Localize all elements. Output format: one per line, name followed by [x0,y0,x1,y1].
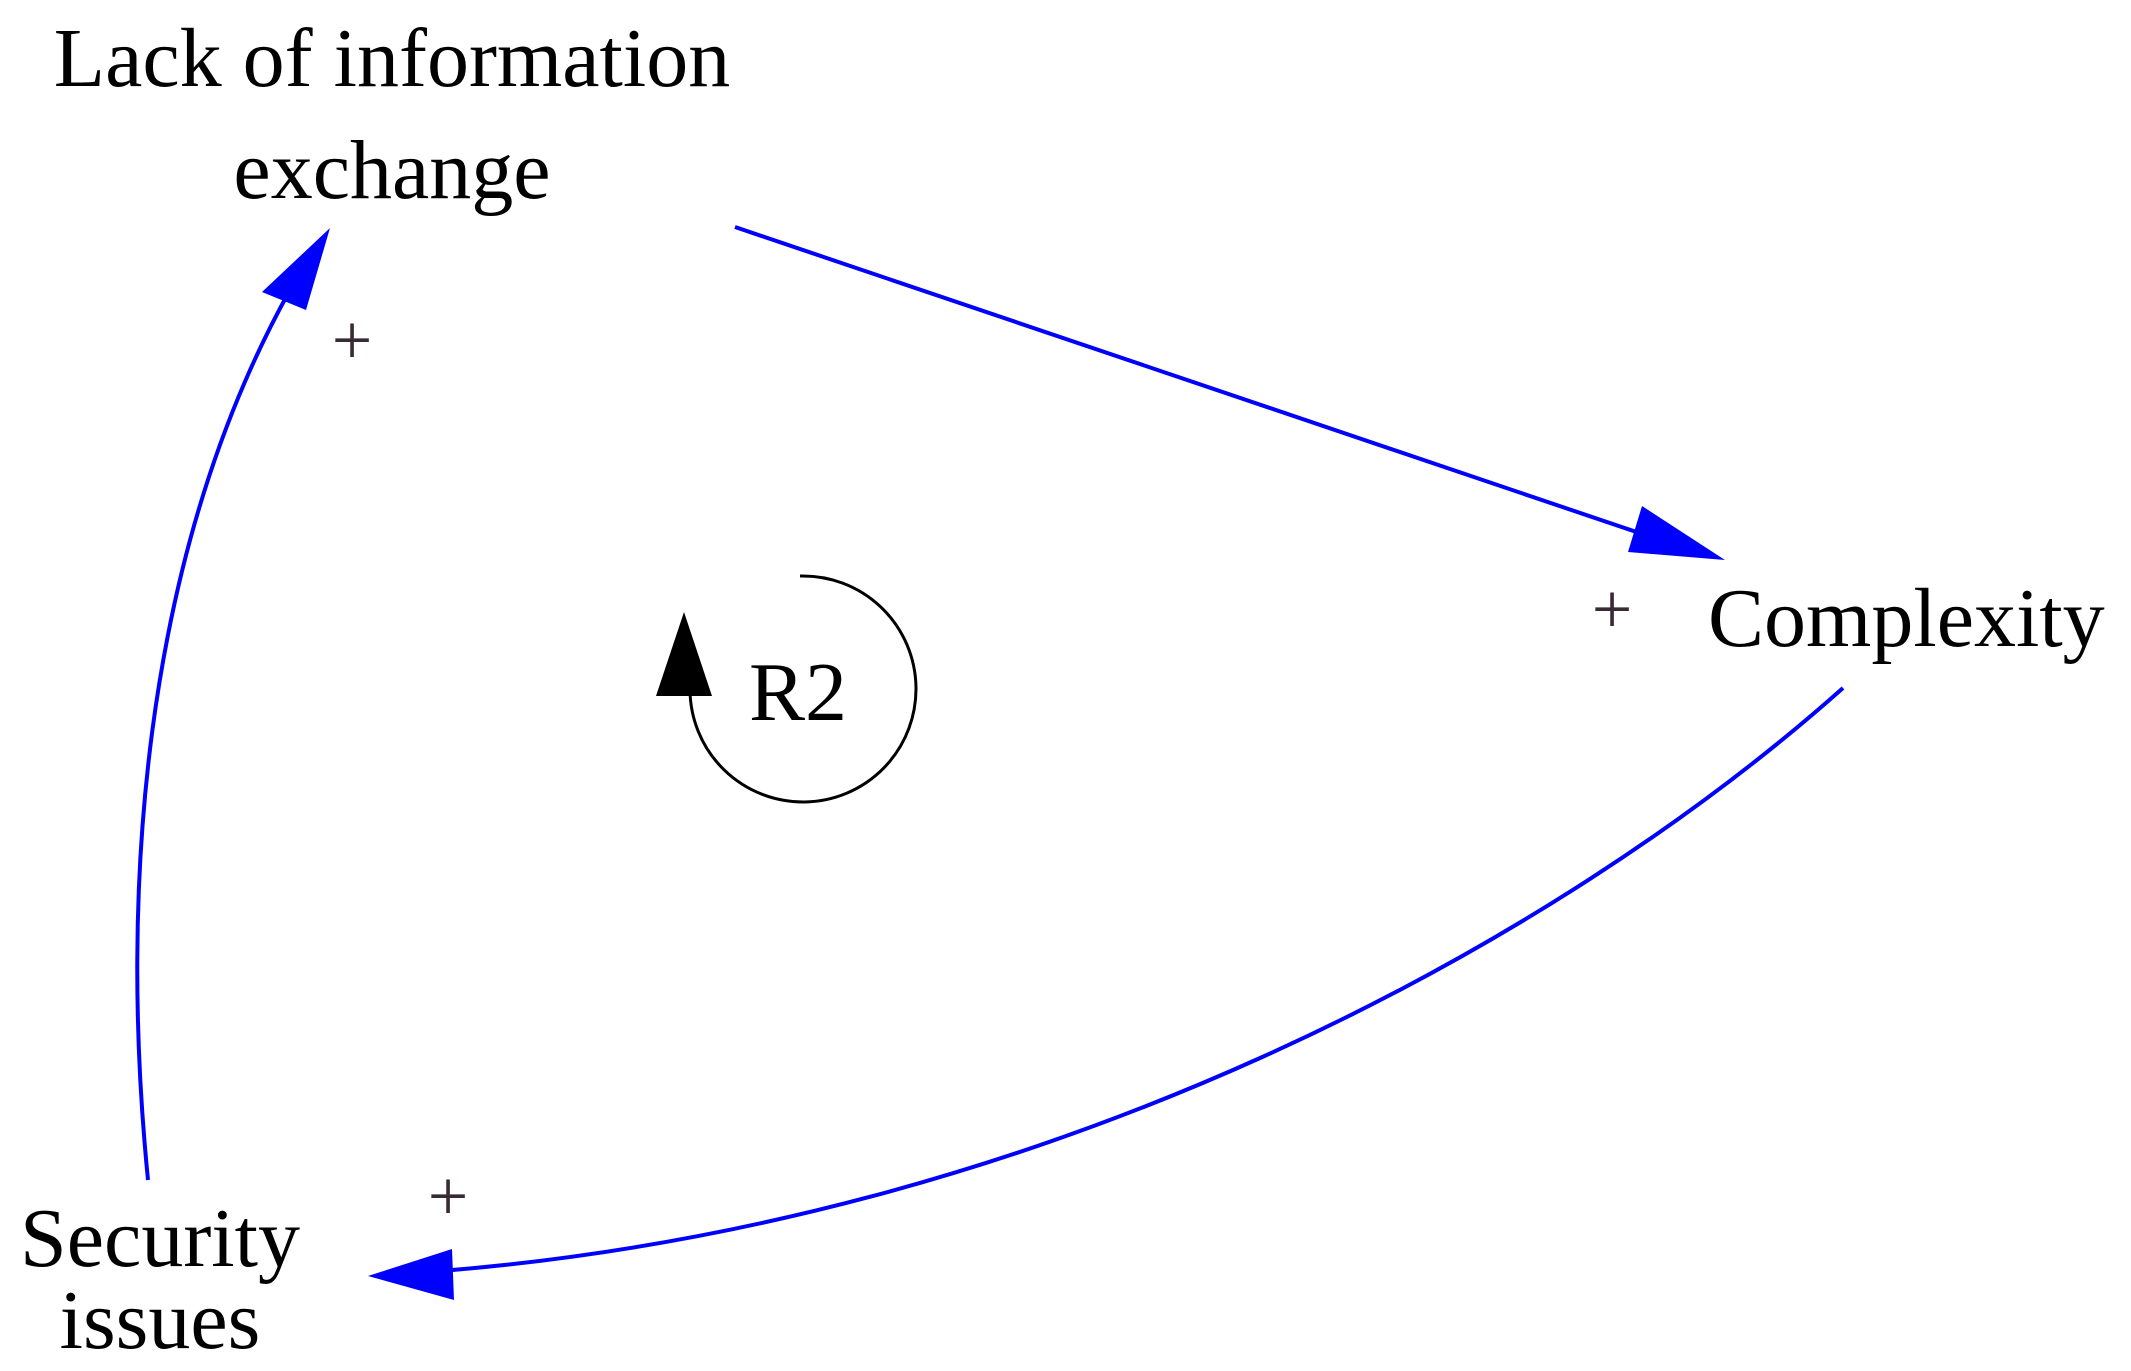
arrowhead-icon [1628,506,1725,560]
link-complexity-to-security-issues: + [368,686,1845,1300]
link-line [734,225,1661,542]
loop-circle-arc [688,574,918,804]
link-curve [427,686,1845,1274]
node-security-issues: Security issues [20,1192,300,1367]
link-lack-of-information-exchange-to-complexity: + [734,225,1725,649]
node-label-line: exchange [233,124,550,217]
node-label-line: issues [60,1274,261,1367]
arrowhead-icon [262,228,330,310]
link-curve [135,289,292,1181]
node-label: Complexity [1708,572,2105,665]
polarity-sign: + [332,300,373,380]
node-complexity: Complexity [1708,572,2105,665]
node-lack-of-information-exchange: Lack of information exchange [54,12,730,217]
polarity-sign: + [428,1156,469,1236]
node-label-line: Lack of information [54,12,730,105]
node-label-line: Security [20,1192,300,1285]
arrowhead-icon [368,1249,454,1300]
loop-arrowhead-icon [656,612,712,696]
loop-label: R2 [749,646,847,739]
polarity-sign: + [1592,569,1633,649]
link-security-issues-to-lack-of-information-exchange: + [135,228,373,1181]
loop-indicator-r2: R2 [656,574,918,804]
